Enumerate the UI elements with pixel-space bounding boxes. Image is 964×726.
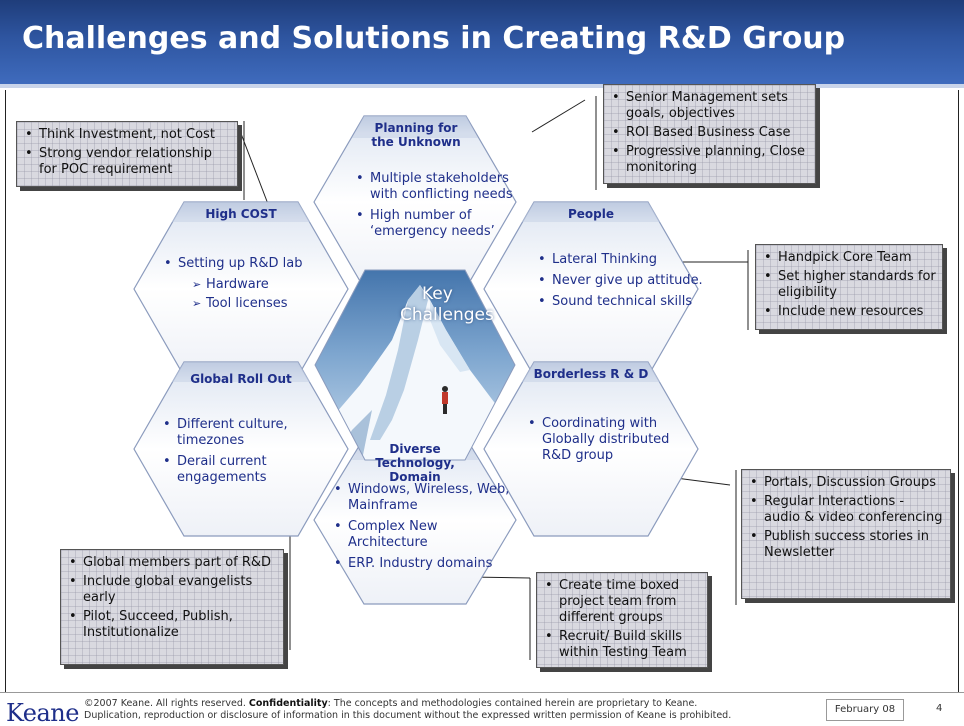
list-item: Publish success stories in Newsletter	[750, 529, 944, 561]
hex-borderless-title: Borderless R & D	[533, 367, 649, 381]
slide-title: Challenges and Solutions in Creating R&D…	[22, 21, 846, 56]
slide-footer: Keane ©2007 Keane. All rights reserved. …	[0, 692, 964, 726]
list-item: ERP. Industry domains	[334, 556, 514, 572]
callout-cost: Think Investment, not Cost Strong vendor…	[16, 121, 238, 187]
list-item: Create time boxed project team from diff…	[545, 578, 701, 626]
list-item: Multiple stakeholders with conflicting n…	[356, 171, 532, 203]
list-item: Never give up attitude.	[538, 273, 704, 289]
list-item: Derail current engagements	[163, 454, 313, 486]
list-item: Include global evangelists early	[69, 574, 277, 606]
hex-high-cost-title: High COST	[205, 207, 277, 221]
callout-borderless: Portals, Discussion Groups Regular Inter…	[741, 469, 951, 599]
list-item: Global members part of R&D	[69, 555, 277, 571]
list-item: Pilot, Succeed, Publish, Institutionaliz…	[69, 609, 277, 641]
hex-global-rollout-text: Different culture, timezones Derail curr…	[163, 417, 313, 491]
date-label: February 08	[826, 699, 904, 721]
hex-planning-text: Multiple stakeholders with conflicting n…	[356, 171, 532, 245]
list-item: Strong vendor relationship for POC requi…	[25, 146, 231, 178]
callout-people: Handpick Core Team Set higher standards …	[755, 244, 943, 330]
list-item: Recruit/ Build skills within Testing Tea…	[545, 629, 701, 661]
list-item: Different culture, timezones	[163, 417, 313, 449]
hex-planning-title: Planning for the Unknown	[371, 121, 461, 149]
callout-global: Global members part of R&D Include globa…	[60, 549, 284, 665]
list-item: Lateral Thinking	[538, 252, 704, 268]
list-item: Sound technical skills	[538, 294, 704, 310]
hex-people-title: People	[567, 207, 615, 221]
hex-people-text: Lateral Thinking Never give up attitude.…	[538, 252, 704, 315]
page-number: 4	[936, 703, 943, 714]
hex-global-rollout-title: Global Roll Out	[190, 372, 292, 386]
keane-logo: Keane	[6, 699, 79, 726]
list-item: Progressive planning, Close monitoring	[612, 144, 809, 176]
callout-diverse: Create time boxed project team from diff…	[536, 572, 708, 668]
list-item: Setting up R&D lab	[164, 256, 334, 272]
list-item: Windows, Wireless, Web, Mainframe	[334, 482, 514, 514]
list-item: Think Investment, not Cost	[25, 127, 231, 143]
list-item: Senior Management sets goals, objectives	[612, 90, 809, 122]
list-item: ROI Based Business Case	[612, 125, 809, 141]
list-item: Include new resources	[764, 304, 936, 320]
list-item: High number of ‘emergency needs’	[356, 208, 532, 240]
list-subitem: Tool licenses	[164, 296, 334, 312]
list-subitem: Hardware	[164, 277, 334, 293]
hex-borderless-text: Coordinating with Globally distributed R…	[528, 416, 678, 469]
legal-notice: ©2007 Keane. All rights reserved. Confid…	[84, 698, 732, 721]
hex-high-cost-text: Setting up R&D lab Hardware Tool license…	[164, 256, 334, 315]
list-item: Complex New Architecture	[334, 519, 514, 551]
slide-frame	[5, 90, 959, 692]
list-item: Coordinating with Globally distributed R…	[528, 416, 678, 464]
list-item: Handpick Core Team	[764, 250, 936, 266]
list-item: Regular Interactions - audio & video con…	[750, 494, 944, 526]
callout-planning: Senior Management sets goals, objectives…	[603, 84, 816, 184]
center-label: Key Challenges	[400, 284, 494, 325]
list-item: Portals, Discussion Groups	[750, 475, 944, 491]
slide-header: Challenges and Solutions in Creating R&D…	[0, 0, 964, 88]
hex-diverse-text: Windows, Wireless, Web, Mainframe Comple…	[334, 482, 514, 577]
list-item: Set higher standards for eligibility	[764, 269, 936, 301]
hex-diverse-title: Diverse Technology, Domain	[375, 442, 455, 484]
